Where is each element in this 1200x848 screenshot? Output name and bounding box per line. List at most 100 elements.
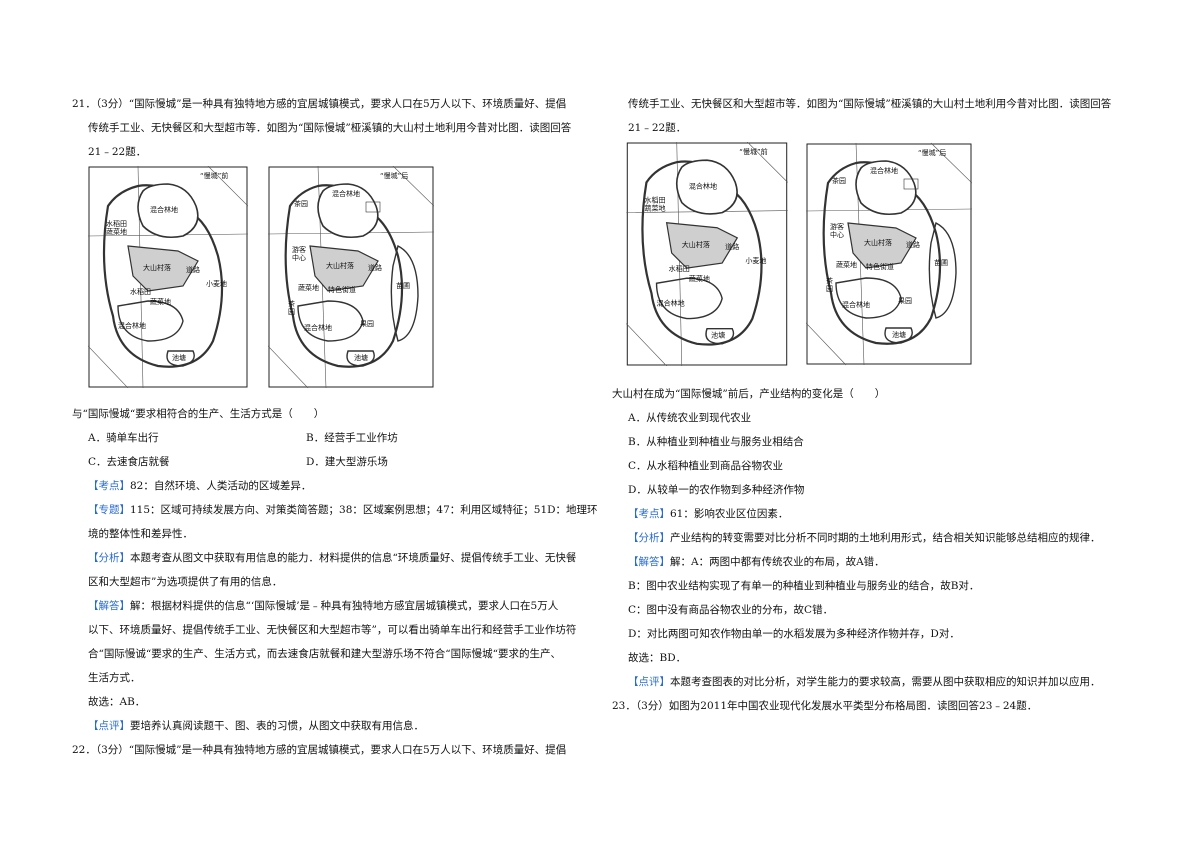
fenxi-text-2: 产业结构的转变需要对比分析不同时期的土地利用形式，结合相关知识能够总结相应的规律…: [670, 532, 1101, 544]
map-before-2-paddy: 水稻田: [644, 196, 665, 205]
map-after-tourist: 游客: [292, 245, 306, 254]
map-after-2-village: 大山村落: [864, 238, 892, 247]
q22-fenxi: 【分析】产业结构的转变需要对比分析不同时期的土地利用形式，结合相关知识能够总结相…: [612, 526, 1132, 550]
map-before-2: “慢城”前 混合林地 水稻田 蔬菜地 大山村落 道路 小麦地 水稻田 蔬菜地 混…: [626, 142, 788, 366]
map-after-tea3: 园: [288, 308, 295, 316]
q21-jieda: 【解答】解：根据材料提供的信息“‘国际慢城’是﹣种具有独特地方感宜居城镇模式，要…: [72, 594, 594, 618]
q22-kaodian: 【考点】61：影响农业区位因素．: [612, 502, 1132, 526]
map-after-2-tourist: 游客: [830, 222, 844, 231]
dianping-tag: 【点评】: [88, 720, 130, 732]
fenxi-tag-2: 【分析】: [628, 532, 670, 544]
map-after-2-forest-top: 混合林地: [870, 166, 898, 175]
land-use-maps-right: “慢城”前 混合林地 水稻田 蔬菜地 大山村落 道路 小麦地 水稻田 蔬菜地 混…: [612, 142, 1132, 378]
map-after-2-tourist2: 中心: [830, 230, 844, 239]
map-after-2-road: 道路: [906, 240, 920, 249]
q23-line: 23．（3分）如图为2011年中国农业现代化发展水平类型分布格局图．读图回答23…: [612, 700, 1038, 712]
q22-option-a[interactable]: A．从传统农业到现代农业: [628, 412, 752, 424]
land-use-maps-left: “慢城”前 混合林地 水稻田 蔬菜地 大山村落 道路 小麦地 水稻田 蔬菜地 混…: [72, 166, 594, 398]
map-after-orchard: 果园: [360, 320, 374, 328]
q22-line3: 21﹣22题．: [628, 122, 687, 134]
map-after-2-veg: 蔬菜地: [836, 260, 857, 269]
map-after-2-orchard: 果园: [898, 297, 912, 305]
q21-option-c[interactable]: C．去速食店就餐: [88, 456, 170, 468]
q22-line1: 22．（3分）“国际慢城”是一种具有独特地方感的宜居城镇模式，要求人口在5万人以…: [72, 744, 567, 756]
q21-line2: 传统手工业、无快餐区和大型超市等．如图为“国际慢城”桠溪镇的大山村土地利用今昔对…: [88, 122, 572, 134]
fenxi-text1: 本题考查从图文中获取有用信息的能力．材料提供的信息“环境质量好、提倡传统手工业、…: [130, 552, 577, 564]
q21-zhuanti: 【专题】115：区域可持续发展方向、对策类简答题；38：区域案例思想；47：利用…: [72, 498, 598, 522]
map-after-forest-top: 混合林地: [332, 189, 360, 198]
zhuanti-text1: 115：区域可持续发展方向、对策类简答题；38：区域案例思想；47：利用区域特征…: [130, 504, 598, 516]
map-after-tea2: 茶: [288, 299, 295, 308]
right-column: 传统手工业、无快餐区和大型超市等．如图为“国际慢城”桠溪镇的大山村土地利用今昔对…: [612, 92, 1132, 718]
q21-option-d[interactable]: D．建大型游乐场: [306, 456, 388, 468]
zhuanti-tag: 【专题】: [88, 504, 130, 516]
map-before: “慢城”前 混合林地 水稻田 蔬菜地 大山村落 道路 小麦地 水稻田 蔬菜地 混…: [88, 166, 248, 388]
q22-dianping: 【点评】本题考查图表的对比分析，对学生能力的要求较高，需要从图中获取相应的知识并…: [612, 670, 1132, 694]
q21-fenxi: 【分析】本题考查从图文中获取有用信息的能力．材料提供的信息“环境质量好、提倡传统…: [72, 546, 594, 570]
map-before-2-forest-bottom: 混合林地: [657, 298, 685, 307]
q21-jieda3: 合“国际慢诚“要求的生产、生活方式，而去速食店就餐和建大型游乐场不符合“国际慢城…: [88, 648, 561, 660]
map-after-road: 道路: [368, 263, 382, 272]
q21-zhuanti2: 境的整体性和差异性．: [88, 528, 193, 540]
q21-fenxi2: 区和大型超市”为选项提供了有用的信息．: [88, 576, 283, 588]
map-before-2-road: 道路: [725, 242, 739, 251]
map-before-wheat: 小麦地: [206, 279, 227, 288]
map-after-tea: 茶园: [294, 199, 308, 208]
jieda-tag: 【解答】: [88, 600, 130, 612]
kaodian-text-2: 61：影响农业区位因素．: [670, 508, 789, 520]
map-after-village: 大山村落: [326, 261, 354, 270]
map-after-pond: 池塘: [354, 353, 368, 362]
map-before-2-paddy2: 水稻田: [669, 264, 690, 273]
map-before-2-forest-top: 混合林地: [689, 181, 717, 190]
q22-line-d: D：对比两图可知农作物由单一的水稻发展为多种经济作物并存，D对．: [628, 628, 960, 640]
q21-dianping: 【点评】要培养认真阅读题干、图、表的习惯，从图文中获取有用信息．: [72, 714, 594, 738]
map-before-forest-bottom: 混合林地: [118, 321, 146, 330]
map-after-2-tea3: 园: [826, 285, 833, 293]
map-after-title: “慢城”后: [380, 171, 408, 180]
map-after-2-tea: 茶园: [832, 176, 846, 185]
q22-line-b: B：图中农业结构实现了有单一的种植业到种植业与服务业的结合，故B对．: [628, 580, 980, 592]
map-after-2-forest-bottom: 混合林地: [842, 300, 870, 309]
map-after-street: 特色街道: [328, 285, 356, 294]
q21-question: 与“国际慢城“要求相符合的生产、生活方式是（ ）: [72, 408, 325, 420]
left-column: 21．（3分）“国际慢城”是一种具有独特地方感的宜居城镇模式，要求人口在5万人以…: [72, 92, 598, 762]
map-before-paddy2: 水稻田: [130, 287, 151, 296]
map-before-paddy: 水稻田: [106, 219, 127, 228]
map-after-2-seedling: 苗圃: [934, 259, 948, 267]
q21-options-row2: C．去速食店就餐 D．建大型游乐场: [72, 450, 594, 474]
map-after-forest-bottom: 混合林地: [304, 323, 332, 332]
map-after-veg: 蔬菜地: [298, 283, 319, 292]
map-before-road: 道路: [186, 265, 200, 274]
q21-line3: 21﹣22题．: [88, 146, 147, 158]
q21-option-b[interactable]: B．经营手工业作坊: [306, 432, 398, 444]
q22-jieda: 【解答】解：A：两图中都有传统农业的布局，故A错．: [612, 550, 1132, 574]
map-before-village: 大山村落: [143, 263, 171, 272]
kaodian-text: 82：自然环境、人类活动的区域差异．: [130, 480, 312, 492]
map-before-veg: 蔬菜地: [106, 227, 127, 236]
q22-line-c: C：图中没有商品谷物农业的分布，故C错．: [628, 604, 834, 616]
q22-option-c[interactable]: C．从水稻种植业到商品谷物农业: [628, 460, 784, 472]
q21-answer: 故选：AB．: [88, 696, 146, 708]
q21-option-a[interactable]: A．骑单车出行: [88, 432, 159, 444]
map-after-2: “慢城”后 茶园 混合林地 游客 中心 大山村落 道路 蔬菜地 特色街道 苗圃 …: [806, 142, 972, 366]
kaodian-tag: 【考点】: [88, 480, 130, 492]
q21-jieda2: 以下、环境质量好、提倡传统手工业、无快餐区和大型超市等”，可以看出骑单车出行和经…: [88, 624, 577, 636]
q21-kaodian: 【考点】82：自然环境、人类活动的区域差异．: [72, 474, 594, 498]
jieda-text1: 解：根据材料提供的信息“‘国际慢城’是﹣种具有独特地方感宜居城镇模式，要求人口在…: [130, 600, 559, 612]
q22-answer: 故选：BD．: [628, 652, 687, 664]
map-before-pond: 池塘: [172, 353, 186, 362]
map-after-2-title: “慢城”后: [918, 148, 946, 157]
dianping-text-2: 本题考查图表的对比分析，对学生能力的要求较高，需要从图中获取相应的知识并加以应用…: [670, 676, 1101, 688]
map-before-2-veg2: 蔬菜地: [689, 274, 710, 283]
map-before-2-pond: 池塘: [711, 331, 725, 340]
q22-option-d[interactable]: D．从较单一的农作物到多种经济作物: [628, 484, 805, 496]
q21-line1: 21．（3分）“国际慢城”是一种具有独特地方感的宜居城镇模式，要求人口在5万人以…: [72, 98, 567, 110]
map-before-forest-top: 混合林地: [150, 205, 178, 214]
q22-option-b[interactable]: B．从种植业到种植业与服务业相结合: [628, 436, 804, 448]
dianping-tag-2: 【点评】: [628, 676, 670, 688]
jieda-text-2: 解：A：两图中都有传统农业的布局，故A错．: [670, 556, 885, 568]
q21-options-row1: A．骑单车出行 B．经营手工业作坊: [72, 426, 594, 450]
map-after-2-street: 特色街道: [866, 262, 894, 271]
dianping-text: 要培养认真阅读题干、图、表的习惯，从图文中获取有用信息．: [130, 720, 424, 732]
map-after-2-pond: 池塘: [892, 330, 906, 339]
